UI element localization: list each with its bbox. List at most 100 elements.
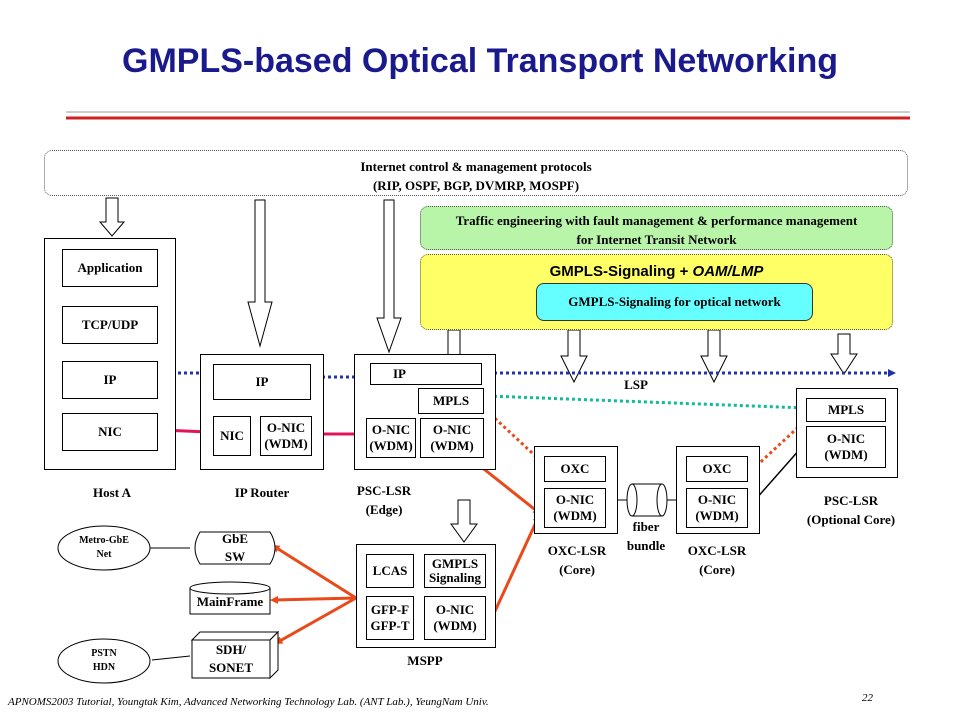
oxc-right-caption-line2: (Core) [699, 561, 735, 577]
psc-core-caption-line1: PSC-LSR [823, 493, 879, 508]
edge-onic-2-line1: O-NIC [432, 422, 472, 438]
mspp-gmpls-line2: Signaling [428, 570, 482, 585]
oxc-left-caption-line1: OXC-LSR [547, 543, 607, 558]
gmpls-signaling-label-prefix: GMPLS-Signaling + [549, 263, 693, 280]
link-pstn-sdh [151, 655, 191, 661]
page-title: GMPLS-based Optical Transport Networking [122, 42, 838, 80]
mspp-onic: O-NIC (WDM) [424, 596, 486, 640]
host-ip: IP [62, 361, 158, 399]
oxc-left-onic-line1: O-NIC [555, 492, 595, 508]
link-mspp-mainframe [270, 595, 357, 604]
router-nic: NIC [213, 416, 251, 456]
mspp-gmpls-line1: GMPLS [431, 556, 479, 572]
core-onic: O-NIC (WDM) [806, 426, 886, 468]
oxc-left-caption-line2: (Core) [559, 561, 595, 577]
oxc-right-onic-line1: O-NIC [697, 492, 737, 508]
gmpls-optical-label: GMPLS-Signaling for optical network [568, 294, 781, 309]
host-application: Application [62, 249, 158, 287]
router-onic: O-NIC (WDM) [260, 416, 312, 456]
mspp-gfp: GFP-F GFP-T [366, 596, 414, 640]
lsp-link [484, 392, 810, 412]
router-onic-line1: O-NIC [266, 420, 306, 436]
edge-onic-2-line2: (WDM) [430, 438, 474, 453]
gmpls-signaling-label-suffix: OAM/LMP [692, 263, 764, 280]
mainframe-label: MainFrame [196, 594, 264, 609]
sdh-sonet-line2: SONET [208, 659, 254, 675]
link-mspp-gbe [271, 544, 357, 600]
host-tcp-udp: TCP/UDP [62, 306, 158, 344]
down-arrow-edge [376, 199, 402, 354]
traffic-engineering-line1: Traffic engineering with fault managemen… [455, 213, 858, 228]
link-oxc-mspp-solid [488, 514, 540, 626]
mspp-gmpls: GMPLS Signaling [424, 554, 486, 588]
pstn-label: PSTN HDN [58, 647, 150, 674]
psc-core-caption-line2: (Optional Core) [806, 511, 896, 527]
edge-mpls: MPLS [418, 388, 484, 414]
oxc-right-onic-line2: (WDM) [695, 508, 739, 523]
gmpls-optical-box: GMPLS-Signaling for optical network [536, 283, 813, 321]
edge-ip-label: IP [393, 366, 406, 382]
edge-onic-1-line1: O-NIC [371, 422, 411, 438]
edge-onic-1-line2: (WDM) [369, 438, 413, 453]
internet-control-line2: (RIP, OSPF, BGP, DVMRP, MOSPF) [372, 177, 580, 193]
down-arrow-host [98, 197, 126, 237]
pstn-line1: PSTN [91, 648, 117, 659]
oxc-right-oxc: OXC [686, 456, 748, 482]
gmpls-signaling-label: GMPLS-Signaling + OAM/LMP [421, 263, 892, 280]
footer-text: APNOMS2003 Tutorial, Youngtak Kim, Advan… [8, 696, 489, 708]
sdh-sonet-line1: SDH/ [215, 642, 247, 657]
metro-gbe-line1: Metro-GbE [79, 535, 129, 546]
router-ip: IP [213, 364, 311, 400]
fiber-bundle-line1: fiber [632, 519, 660, 534]
fiber-bundle-label: fiber bundle [618, 518, 674, 556]
gbe-sw-label: GbE SW [200, 530, 270, 565]
internet-control-line1: Internet control & management protocols [360, 159, 592, 174]
metro-gbe-line2: Net [96, 548, 112, 560]
oxc-right-caption: OXC-LSR (Core) [670, 542, 764, 580]
fiber-bundle-line2: bundle [626, 537, 666, 553]
host-a-caption: Host A [93, 485, 131, 500]
lsp-label: LSP [624, 377, 648, 392]
fiber-bundle-icon [626, 483, 668, 517]
edge-onic-1: O-NIC (WDM) [366, 418, 416, 458]
internet-control-box: Internet control & management protocols … [44, 150, 908, 196]
ip-router-caption: IP Router [234, 485, 290, 500]
link-mspp-sdh [274, 596, 357, 644]
mainframe-shape [189, 581, 271, 615]
oxc-left-caption: OXC-LSR (Core) [530, 542, 624, 580]
metro-gbe-label: Metro-GbE Net [58, 534, 150, 561]
pstn-line2: HDN [92, 661, 116, 673]
gbe-sw-shape [194, 531, 276, 565]
psc-edge-caption: PSC-LSR (Edge) [344, 482, 424, 520]
page-number: 22 [862, 692, 873, 704]
mspp-onic-line1: O-NIC [435, 602, 475, 618]
core-onic-line2: (WDM) [824, 447, 868, 462]
host-nic: NIC [62, 413, 158, 451]
down-arrow-core [830, 333, 858, 375]
oxc-right-caption-line1: OXC-LSR [687, 543, 747, 558]
mspp-gfp-line2: GFP-T [370, 618, 410, 633]
down-arrow-mspp [450, 499, 478, 543]
down-arrow-router [247, 199, 273, 348]
oxc-left-onic: O-NIC (WDM) [544, 488, 606, 528]
sdh-sonet-shape [190, 630, 280, 680]
mspp-gfp-line1: GFP-F [370, 602, 410, 618]
traffic-engineering-box: Traffic engineering with fault managemen… [420, 206, 893, 250]
metro-gbe-ellipse [57, 525, 151, 571]
mspp-lcas: LCAS [366, 554, 414, 588]
sdh-sonet-label: SDH/ SONET [192, 641, 270, 676]
mspp-caption: MSPP [407, 653, 443, 668]
edge-onic-2: O-NIC (WDM) [420, 418, 484, 458]
psc-edge-caption-line1: PSC-LSR [356, 483, 412, 498]
pstn-ellipse [57, 638, 151, 684]
traffic-engineering-line2: for Internet Transit Network [576, 231, 737, 247]
psc-edge-caption-line2: (Edge) [365, 501, 403, 517]
edge-ip: IP [370, 363, 482, 385]
mspp-onic-line2: (WDM) [433, 618, 477, 633]
router-onic-line2: (WDM) [264, 436, 308, 451]
gbe-sw-line1: GbE [221, 531, 248, 546]
core-onic-line1: O-NIC [826, 431, 866, 447]
oxc-left-oxc: OXC [544, 456, 606, 482]
gbe-sw-line2: SW [224, 548, 246, 564]
oxc-right-onic: O-NIC (WDM) [686, 488, 748, 528]
